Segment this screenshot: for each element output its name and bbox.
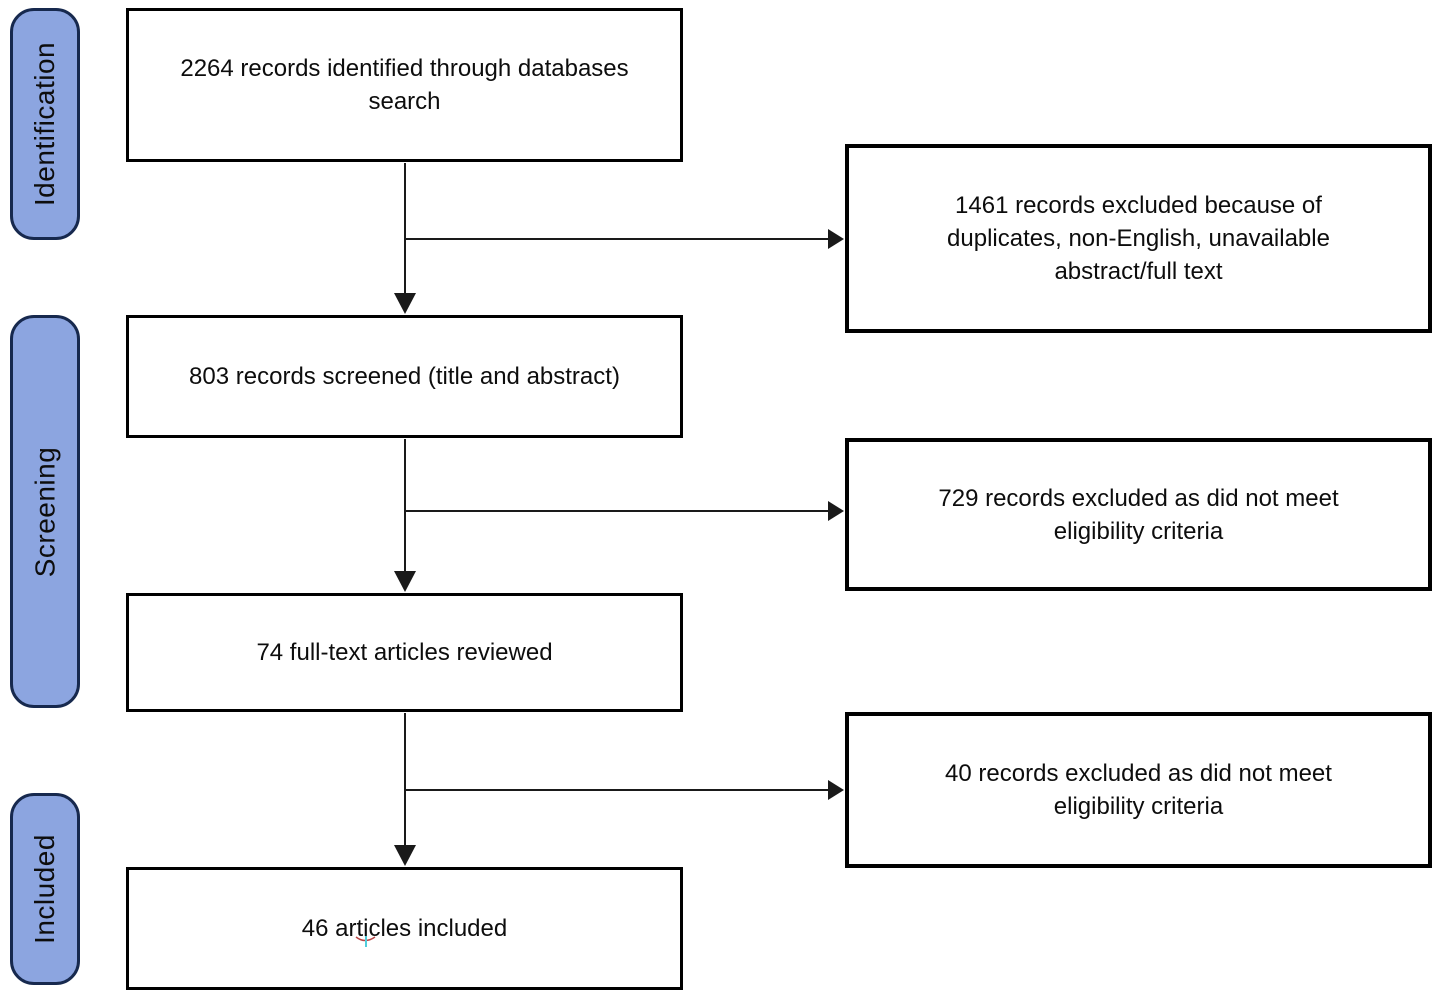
arrowhead-down-1 xyxy=(394,293,416,314)
box-excluded-eligibility-729: 729 records excluded as did not meet eli… xyxy=(845,438,1432,591)
box-text-line: 729 records excluded as did not meet xyxy=(938,484,1339,512)
box-text-line: search xyxy=(368,88,441,115)
box-excluded-eligibility-40: 40 records excluded as did not meet elig… xyxy=(845,712,1432,868)
arrowhead-right-2 xyxy=(828,501,844,521)
box-excluded-duplicates: 1461 records excluded because of duplica… xyxy=(845,144,1432,333)
stage-label: Included xyxy=(29,834,60,944)
stage-label: Identification xyxy=(29,41,60,207)
box-text-line: 803 records screened (title and abstract… xyxy=(189,363,620,390)
arrowhead-down-3 xyxy=(394,845,416,866)
arrowhead-right-3 xyxy=(828,780,844,800)
box-fulltext-reviewed: 74 full-text articles reviewed xyxy=(126,593,683,712)
box-text-line: 1461 records excluded because of xyxy=(955,192,1322,219)
box-text-line: 46 articles included xyxy=(301,915,508,942)
box-text-line: eligibility criteria xyxy=(1053,517,1224,545)
box-text-line: 2264 records identified through database… xyxy=(180,55,629,82)
stage-label: Screening xyxy=(29,446,60,577)
box-articles-included: 46 articles included xyxy=(126,867,683,990)
stage-tab-included: Included xyxy=(10,793,80,985)
box-text-line: duplicates, non-English, unavailable xyxy=(947,225,1330,252)
stage-tab-screening: Screening xyxy=(10,315,80,708)
box-text-line: 74 full-text articles reviewed xyxy=(256,639,553,666)
arrowhead-down-2 xyxy=(394,571,416,592)
box-records-screened: 803 records screened (title and abstract… xyxy=(126,315,683,438)
box-text-line: eligibility criteria xyxy=(1053,793,1224,820)
box-text-line: abstract/full text xyxy=(1054,258,1223,285)
box-text-line: 40 records excluded as did not meet xyxy=(945,760,1332,787)
stage-tab-identification: Identification xyxy=(10,8,80,240)
arrowhead-right-1 xyxy=(828,229,844,249)
box-records-identified: 2264 records identified through database… xyxy=(126,8,683,162)
